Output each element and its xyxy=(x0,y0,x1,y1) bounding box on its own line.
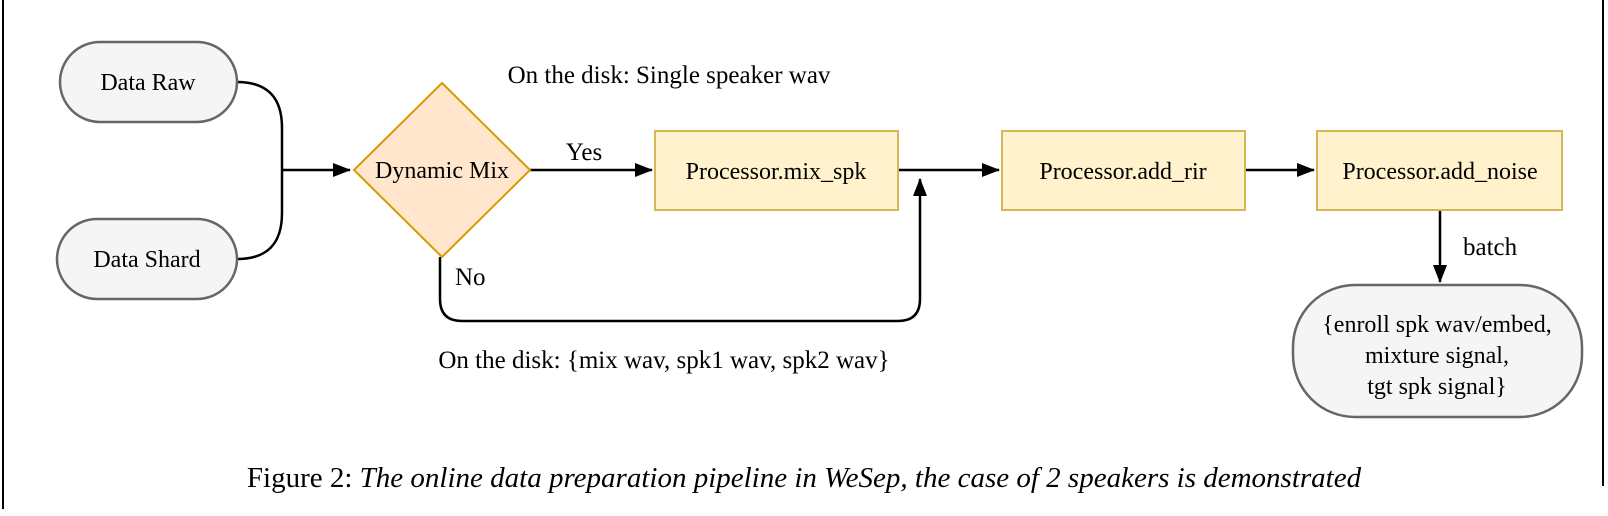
edge-no-return-path xyxy=(438,178,927,323)
node-output-batch xyxy=(1291,283,1584,419)
node-data-shard-label: Data Shard xyxy=(93,247,200,273)
node-data-raw xyxy=(58,40,239,124)
node-data-raw-label: Data Raw xyxy=(100,70,196,96)
node-processor-add-rir xyxy=(1001,130,1246,211)
figure-caption-prefix: Figure 2: xyxy=(246,462,360,494)
label-no: No xyxy=(455,264,486,291)
node-processor-mix-spk xyxy=(654,130,899,211)
node-processor-add-noise xyxy=(1316,130,1563,211)
label-disk-mix-wavs: On the disk: {mix wav, spk1 wav, spk2 wa… xyxy=(438,347,889,374)
node-dynamic-mix-decision xyxy=(352,81,532,259)
figure-border-left xyxy=(2,0,4,509)
node-output-line1: {enroll spk wav/embed, xyxy=(1322,312,1551,338)
edge-data-shard-to-merge xyxy=(236,170,284,261)
label-disk-single-speaker: On the disk: Single speaker wav xyxy=(508,62,831,89)
node-processor-add-rir-label: Processor.add_rir xyxy=(1039,159,1206,185)
node-output-line3: tgt spk signal} xyxy=(1367,374,1507,400)
label-batch: batch xyxy=(1463,234,1518,261)
figure-border-right xyxy=(1602,0,1604,486)
node-processor-mix-spk-label: Processor.mix_spk xyxy=(686,159,867,185)
node-dynamic-mix-label: Dynamic Mix xyxy=(375,158,509,184)
edge-data-raw-to-merge xyxy=(236,80,284,170)
figure-caption: Figure 2: The online data preparation pi… xyxy=(0,462,1608,495)
label-yes: Yes xyxy=(566,139,602,166)
node-output-line2: mixture signal, xyxy=(1365,343,1509,369)
node-processor-add-noise-label: Processor.add_noise xyxy=(1342,159,1537,185)
node-data-shard xyxy=(55,217,239,301)
figure-caption-text: The online data preparation pipeline in … xyxy=(359,462,1362,494)
